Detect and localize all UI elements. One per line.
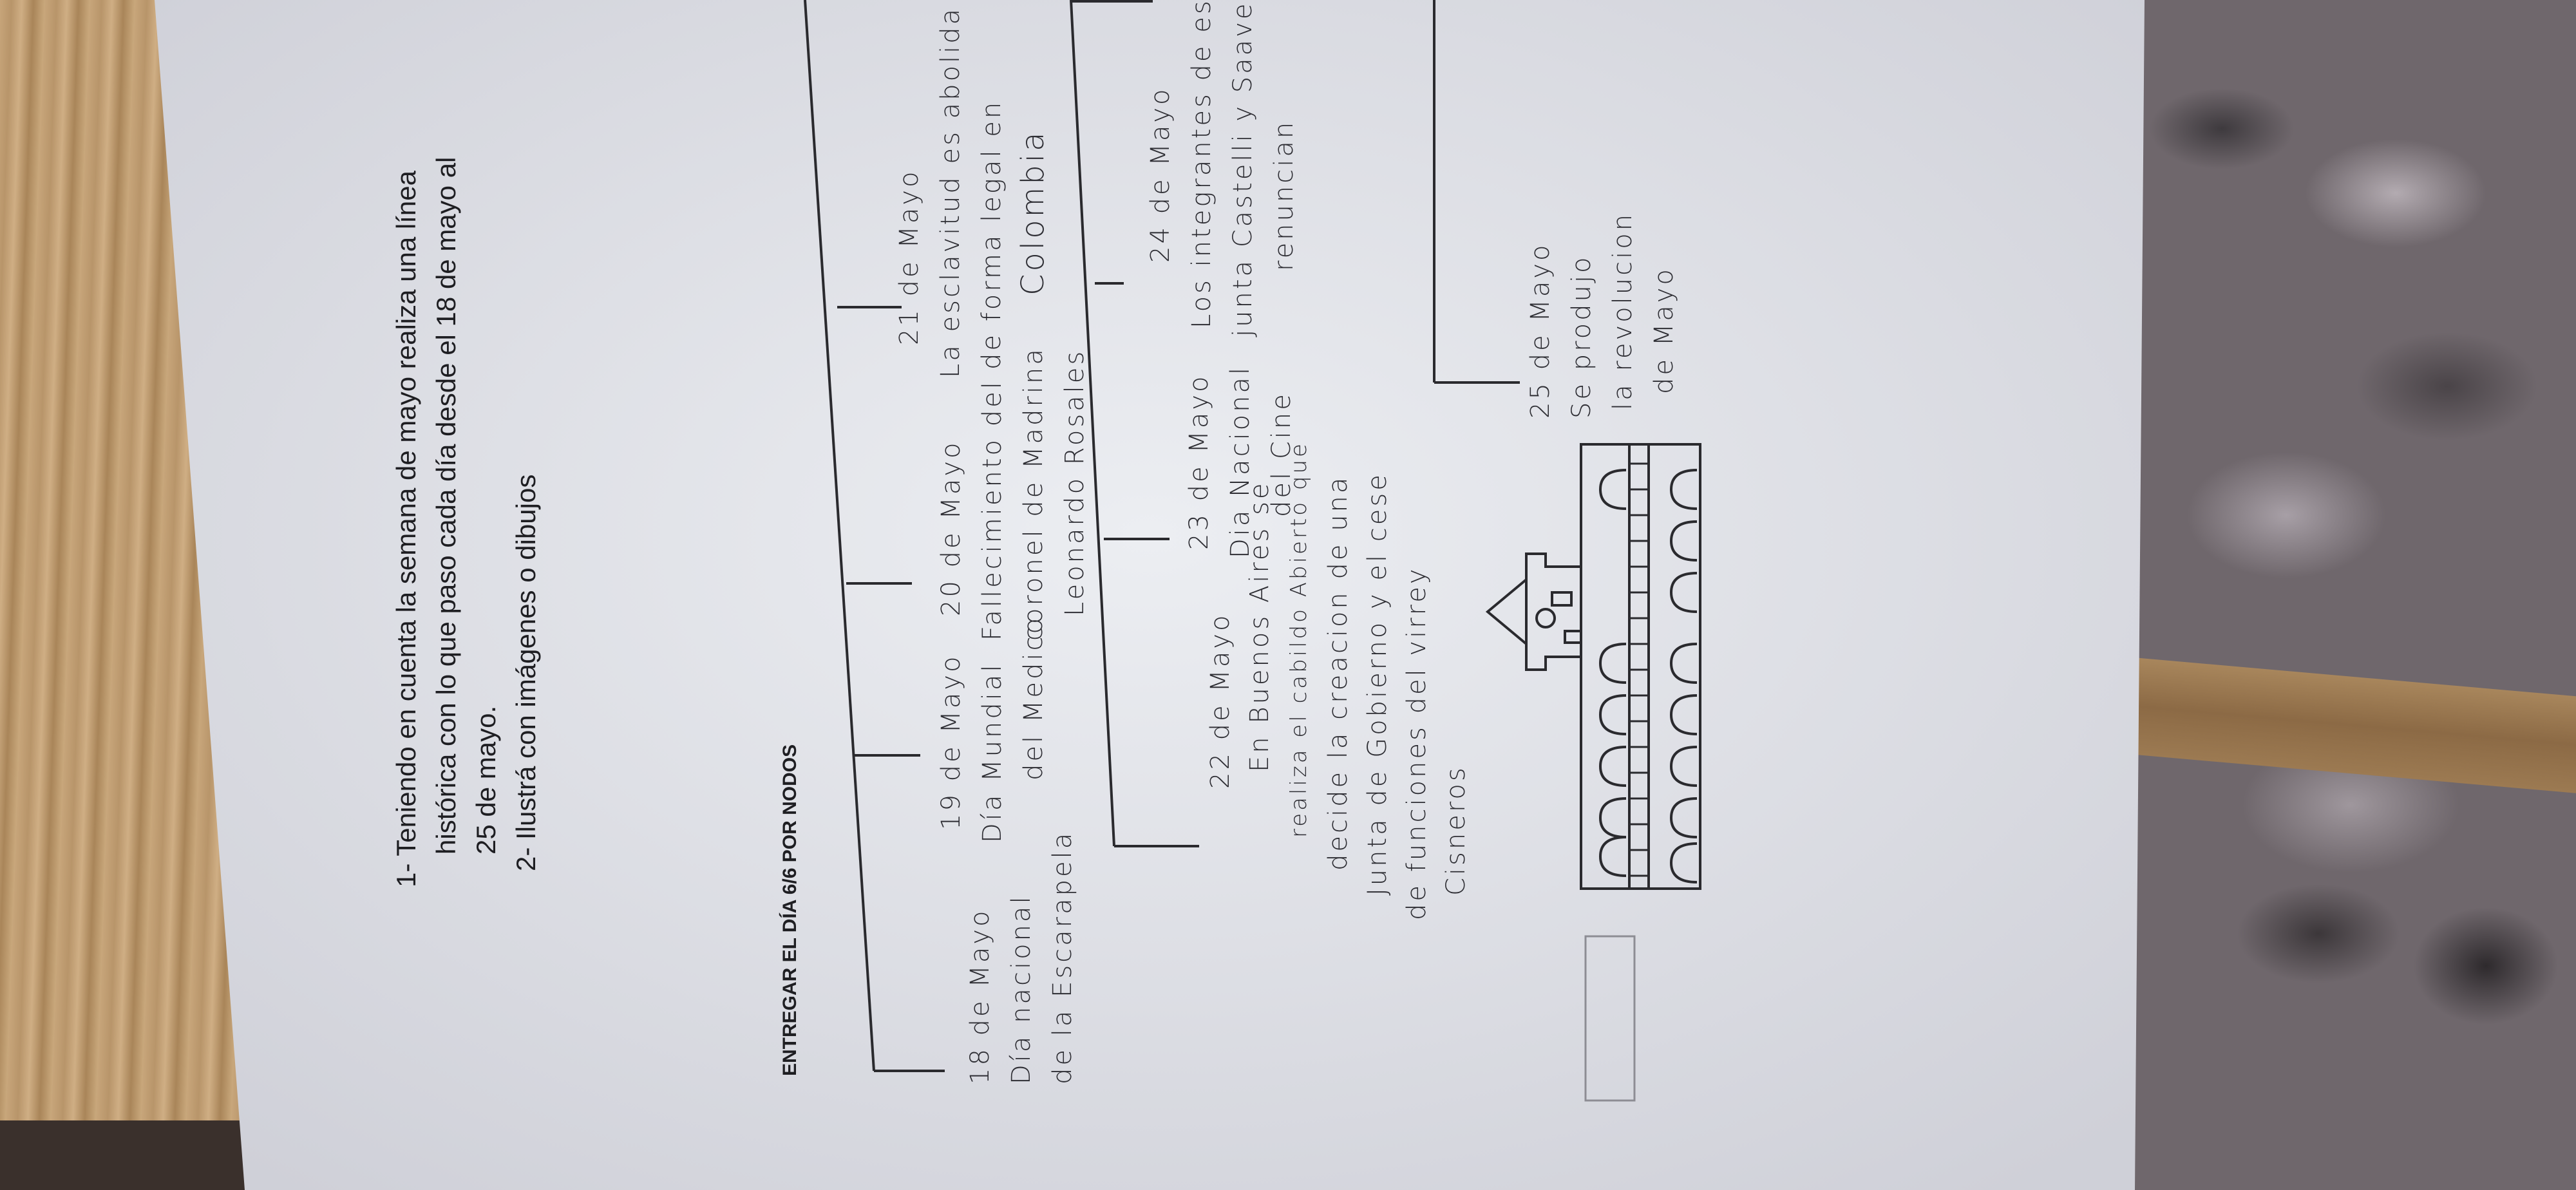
node-text: de Mayo: [1649, 267, 1679, 394]
timeline-bracket-2: [1070, 0, 1199, 847]
node-date: 18 de Mayo: [965, 908, 995, 1085]
node-text: junta Castelli y Saavedra: [1228, 0, 1258, 337]
timeline-bracket-3: [1433, 0, 1520, 384]
deadline-heading: ENTREGAR EL DÍA 6/6 POR NODOS: [779, 744, 800, 1076]
timeline-node-may-19: 19 de Mayo Día Mundial del Medico: [931, 616, 1054, 843]
instruction-line-1: 1- Teniendo en cuenta la semana de mayo …: [391, 171, 421, 887]
node-text: Leonardo Rosales: [1060, 348, 1090, 616]
node-text: renuncian: [1269, 119, 1299, 271]
timeline-node-may-25: 25 de Mayo Se produjo la revolucion de M…: [1520, 212, 1685, 419]
node-text: Día Mundial: [978, 662, 1007, 843]
timeline-node-may-20: 20 de Mayo Fallecimiento del coronel de …: [931, 346, 1095, 641]
timeline-node-may-23: 23 de Mayo Dia Nacional del Cine: [1179, 365, 1302, 558]
node-text: Se produjo: [1567, 254, 1596, 419]
pencil-rectangle: [1584, 935, 1636, 1102]
node-date: 24 de Mayo: [1146, 86, 1175, 263]
node-text: Cisneros: [1441, 765, 1471, 896]
cabildo-drawing: [1485, 443, 1701, 890]
node-date: 20 de Mayo: [936, 440, 966, 617]
node-text: la revolucion: [1608, 211, 1638, 410]
blanket: [2125, 0, 2576, 1190]
node-text: La esclavitud es abolida: [936, 6, 965, 378]
instruction-line-3: 25 de mayo.: [471, 705, 501, 855]
node-text: Los integrantes de esa: [1187, 0, 1217, 328]
node-text: de funciones del virrey: [1402, 566, 1432, 921]
node-text: de forma legal en: [977, 99, 1007, 370]
node-text: Junta de Gobierno y el cese: [1363, 472, 1392, 896]
timeline-bracket-1: [804, 0, 1153, 1072]
node-date: 23 de Mayo: [1184, 373, 1214, 551]
node-text: Fallecimiento del: [978, 379, 1007, 641]
instruction-line-4: 2- Ilustrá con imágenes o dibujos: [511, 474, 541, 871]
node-date: 19 de Mayo: [936, 654, 966, 831]
timeline-node-may-18: 18 de Mayo Día nacional de la Escarapela: [960, 831, 1083, 1084]
table-shadow: [0, 1120, 270, 1190]
node-text: del Cine: [1267, 392, 1296, 517]
timeline-node-may-24: 24 de Mayo Los integrantes de esa junta …: [1140, 0, 1305, 337]
node-text: decide la creacion de una: [1323, 475, 1353, 871]
node-date: 25 de Mayo: [1526, 242, 1555, 419]
node-text: Dia Nacional: [1226, 364, 1255, 558]
node-date: 21 de Mayo: [895, 169, 924, 346]
timeline-node-may-21: 21 de Mayo La esclavitud es abolida de f…: [889, 6, 1054, 378]
instruction-line-2: histórica con lo que paso cada día desde…: [431, 156, 461, 855]
instructions: 1- Teniendo en cuenta la semana de mayo …: [386, 157, 546, 887]
node-text: Día nacional: [1007, 894, 1036, 1084]
node-text: coronel de Madrina: [1019, 346, 1048, 641]
node-text: de la Escarapela: [1048, 830, 1077, 1084]
node-text: Colombia: [1015, 129, 1051, 296]
